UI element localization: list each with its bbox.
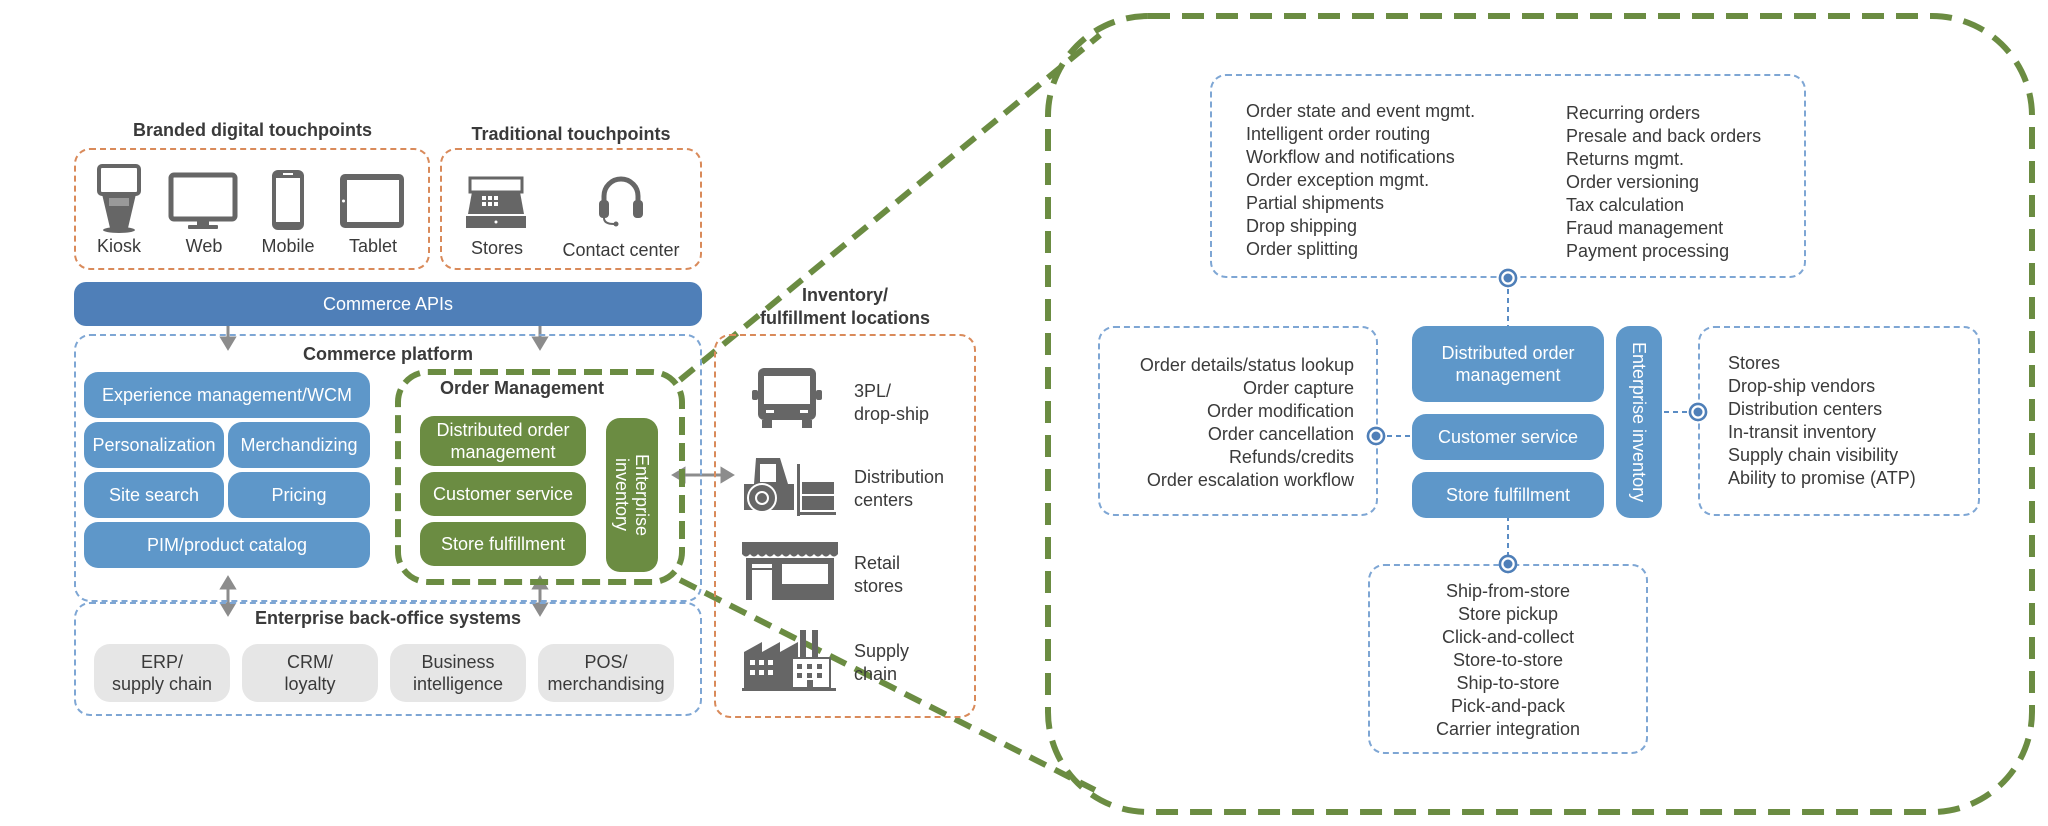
feature-item: Click-and-collect (1441, 627, 1575, 647)
back-office-group (74, 602, 702, 716)
order-management-title: Order Management (439, 378, 605, 398)
zoom-callout-line-top (678, 32, 1102, 383)
commerce-apis-bar[interactable]: Commerce APIs (74, 282, 702, 326)
feature-item: Order splitting (1246, 239, 1359, 259)
om-distributed-order-management[interactable]: Distributed order management (420, 416, 586, 466)
inventory-list: Stores Drop-ship vendors Distribution ce… (1728, 352, 1916, 490)
feature-item: Payment processing (1566, 241, 1730, 261)
traditional-touchpoints-title: Traditional touchpoints (471, 124, 671, 144)
feature-item: In-transit inventory (1728, 422, 1877, 442)
back-office-title: Enterprise back-office systems (254, 608, 522, 628)
mobile-phone-icon (272, 170, 304, 230)
inventory-panel: Stores Drop-ship vendors Distribution ce… (1698, 326, 1980, 516)
om-store-fulfillment[interactable]: Store fulfillment (420, 522, 586, 566)
tablet-item: Tablet (338, 172, 408, 257)
tablet-icon (340, 174, 404, 228)
om-enterprise-inventory[interactable]: Enterprise inventory (606, 418, 658, 572)
feature-item: Order modification (1206, 401, 1354, 421)
feature-item: Order exception mgmt. (1246, 170, 1430, 190)
location-supply-chain (742, 628, 838, 692)
feature-item: Presale and back orders (1566, 126, 1762, 146)
order-management-frame (395, 369, 685, 585)
store-fulfillment-panel: Ship-from-store Store pickup Click-and-c… (1368, 564, 1648, 754)
locations-title: Inventory/ fulfillment locations (759, 285, 930, 328)
feature-item: Order details/status lookup (1139, 355, 1354, 375)
location-retail-stores (742, 542, 838, 600)
zoom-callout-line-bottom (678, 577, 1097, 793)
feature-item: Workflow and notifications (1246, 147, 1455, 167)
traditional-touchpoints-group: Stores Contact center (440, 148, 702, 270)
cash-register-icon (466, 176, 526, 228)
storefront-icon (742, 542, 838, 600)
module-site-search[interactable]: Site search (84, 472, 224, 518)
detail-distributed-order-management[interactable]: Distributed order management (1412, 326, 1604, 402)
feature-item: Order state and event mgmt. (1246, 101, 1476, 121)
feature-item: Drop shipping (1246, 216, 1358, 236)
module-experience-management[interactable]: Experience management/WCM (84, 372, 370, 418)
module-personalization[interactable]: Personalization (84, 422, 224, 468)
feature-item: Returns mgmt. (1566, 149, 1685, 169)
forklift-icon (744, 458, 836, 516)
feature-item: Order versioning (1566, 172, 1700, 192)
headset-icon (599, 176, 643, 227)
om-customer-service[interactable]: Customer service (420, 472, 586, 516)
stores-item: Stores (464, 176, 530, 259)
commerce-platform-group (74, 334, 702, 602)
feature-item: Ship-from-store (1445, 581, 1571, 601)
feature-item: Store pickup (1457, 604, 1559, 624)
features-list-col1: Order state and event mgmt. Intelligent … (1246, 100, 1475, 261)
zoom-frame (1045, 13, 2035, 815)
feature-item: Partial shipments (1246, 193, 1385, 213)
location-3pl (750, 366, 824, 430)
feature-item: Distribution centers (1728, 399, 1883, 419)
detail-customer-service[interactable]: Customer service (1412, 414, 1604, 460)
module-pim-product-catalog[interactable]: PIM/product catalog (84, 522, 370, 568)
feature-item: Recurring orders (1566, 103, 1701, 123)
back-office-business-intelligence[interactable]: Business intelligence (390, 644, 526, 702)
feature-item: Stores (1728, 353, 1781, 373)
branded-touchpoints-group: Kiosk Web Mobile Tablet (74, 148, 430, 270)
feature-item: Drop-ship vendors (1728, 376, 1876, 396)
feature-item: Refunds/credits (1228, 447, 1354, 467)
customer-service-list: Order details/status lookup Order captur… (1140, 354, 1354, 492)
feature-item: Tax calculation (1566, 195, 1685, 215)
locations-group: 3PL/ drop-ship Distribution centers Reta… (714, 334, 976, 718)
back-office-erp[interactable]: ERP/ supply chain (94, 644, 230, 702)
feature-item: Ability to promise (ATP) (1728, 468, 1916, 488)
back-office-pos[interactable]: POS/ merchandising (538, 644, 674, 702)
features-panel-top: Order state and event mgmt. Intelligent … (1210, 74, 1806, 278)
feature-item: Pick-and-pack (1450, 696, 1566, 716)
location-distribution-centers (742, 456, 838, 518)
features-list-col2: Recurring orders Presale and back orders… (1566, 102, 1761, 263)
store-fulfillment-list: Ship-from-store Store pickup Click-and-c… (1370, 580, 1646, 741)
monitor-icon (168, 172, 238, 229)
kiosk-item: Kiosk (96, 164, 146, 257)
mobile-item: Mobile (258, 168, 318, 257)
feature-item: Ship-to-store (1456, 673, 1560, 693)
detail-enterprise-inventory[interactable]: Enterprise inventory (1616, 326, 1662, 518)
truck-icon (752, 368, 822, 428)
feature-item: Order capture (1242, 378, 1354, 398)
feature-item: Fraud management (1566, 218, 1724, 238)
customer-service-panel: Order details/status lookup Order captur… (1098, 326, 1378, 516)
commerce-platform-title: Commerce platform (302, 344, 474, 364)
kiosk-icon (97, 164, 141, 233)
branded-touchpoints-title: Branded digital touchpoints (133, 120, 372, 140)
detail-store-fulfillment[interactable]: Store fulfillment (1412, 472, 1604, 518)
feature-item: Order cancellation (1207, 424, 1354, 444)
feature-item: Intelligent order routing (1246, 124, 1431, 144)
back-office-crm[interactable]: CRM/ loyalty (242, 644, 378, 702)
factory-icon (742, 630, 836, 691)
module-merchandizing[interactable]: Merchandizing (228, 422, 370, 468)
module-pricing[interactable]: Pricing (228, 472, 370, 518)
feature-item: Carrier integration (1435, 719, 1581, 739)
feature-item: Supply chain visibility (1728, 445, 1899, 465)
contact-center-item: Contact center (546, 174, 696, 261)
feature-item: Order escalation workflow (1146, 470, 1354, 490)
web-item: Web (168, 172, 240, 257)
feature-item: Store-to-store (1452, 650, 1564, 670)
